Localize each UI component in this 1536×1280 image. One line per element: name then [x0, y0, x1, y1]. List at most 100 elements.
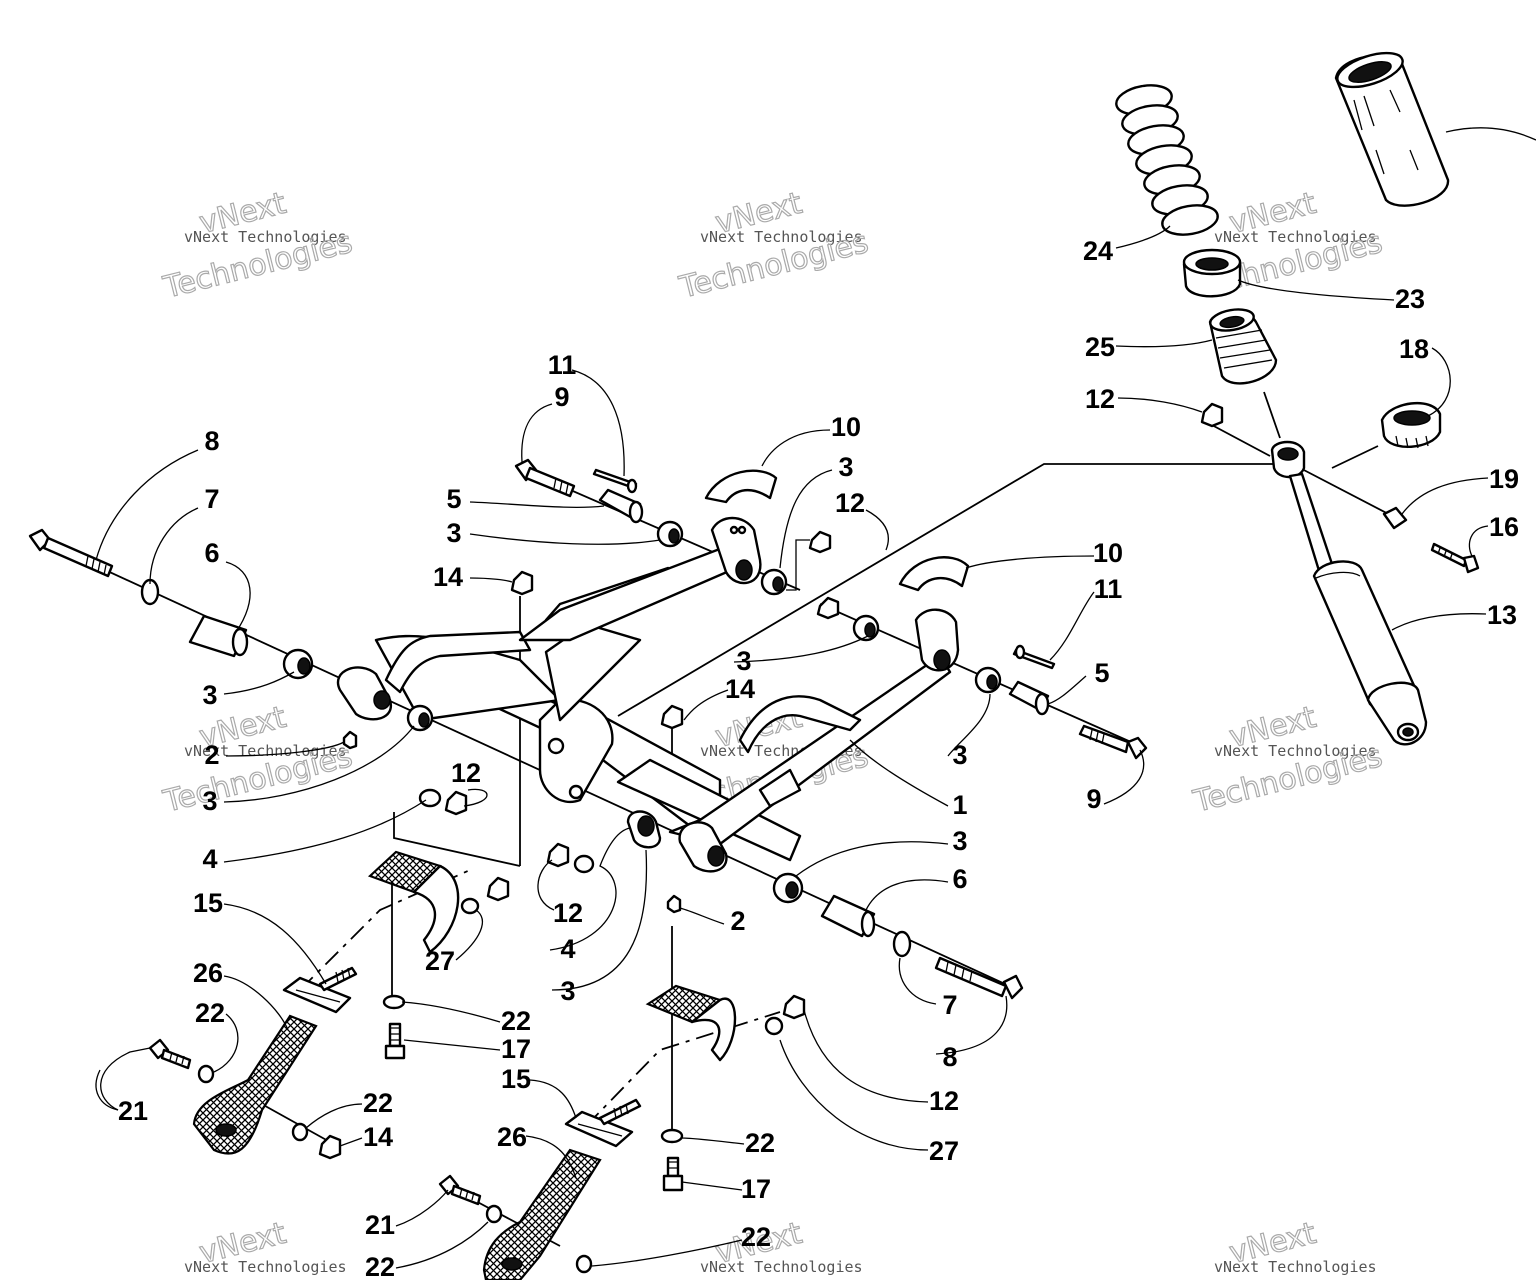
- bushing-3-mid: [852, 614, 880, 642]
- shock-mount-line: [617, 463, 1286, 717]
- watermark-text: vNext Technologies: [700, 1258, 863, 1276]
- callout-c-15b: 15: [501, 1064, 531, 1094]
- spring-adjuster-25: [1208, 308, 1278, 385]
- callout-c-6b: 6: [952, 864, 967, 894]
- bolt-9-top: [514, 458, 576, 498]
- callout-c-21b: 21: [365, 1210, 395, 1240]
- callout-c-22c: 22: [501, 1006, 531, 1036]
- callout-c-26a: 26: [193, 958, 223, 988]
- callout-c-21a: 21: [118, 1096, 148, 1126]
- nut-14-left-low: [318, 1134, 342, 1160]
- bolt-16: [1430, 542, 1480, 574]
- bushing-3-top-right: [760, 568, 788, 596]
- watermark-text: vNext Technologies: [1214, 228, 1377, 246]
- spacer-5-top: [598, 488, 644, 524]
- callout-c-3f: 3: [952, 740, 967, 770]
- callout-c-22b: 22: [363, 1088, 393, 1118]
- nut-14-mid: [660, 704, 684, 730]
- callout-c-27b: 27: [929, 1136, 959, 1166]
- callout-c-18: 18: [1399, 334, 1429, 364]
- callout-c-3g: 3: [952, 826, 967, 856]
- callout-c-3b: 3: [202, 786, 217, 816]
- watermark-text: vNext Technologies: [700, 228, 863, 246]
- nut-12-hanger-left: [486, 876, 510, 902]
- callout-c-12e: 12: [1085, 384, 1115, 414]
- washer-22-right-low: [575, 1254, 593, 1274]
- washer-22-right: [485, 1204, 503, 1224]
- bolt-17-right: [662, 1156, 684, 1192]
- callout-c-17b: 17: [741, 1174, 771, 1204]
- axis-hanger-left: [393, 812, 521, 867]
- callout-c-12c: 12: [553, 898, 583, 928]
- bushing-3-low-left: [406, 704, 434, 732]
- callout-c-3h: 3: [560, 976, 575, 1006]
- callout-c-8a: 8: [204, 426, 219, 456]
- callout-c-1: 1: [952, 790, 967, 820]
- bolt-21-right: [438, 1174, 482, 1206]
- watermark: vNext vNext Technologies Technologies: [159, 185, 357, 306]
- callout-c-15a: 15: [193, 888, 223, 918]
- watermark-group: vNext vNext Technologies Technologies vN…: [159, 185, 1387, 1276]
- callout-c-3c: 3: [446, 518, 461, 548]
- callout-c-4a: 4: [202, 844, 217, 874]
- callout-c-24: 24: [1083, 236, 1113, 266]
- watermark-text: vNext Technologies: [184, 742, 347, 760]
- nut-12-top: [808, 530, 832, 554]
- callout-c-19: 19: [1489, 464, 1519, 494]
- callout-c-8b: 8: [942, 1042, 957, 1072]
- watermark: vNext vNext Technologies Technologies: [159, 699, 357, 820]
- washer-27-right: [764, 1016, 784, 1036]
- callout-c-7b: 7: [942, 990, 957, 1020]
- callout-c-3a: 3: [202, 680, 217, 710]
- bushing-3-top: [656, 520, 684, 548]
- callout-c-2b: 2: [730, 906, 745, 936]
- callout-c-10a: 10: [831, 412, 861, 442]
- bushing-3-right-low: [772, 872, 804, 904]
- nut-12-shock: [1200, 402, 1224, 428]
- nut-12-hanger-right: [782, 994, 806, 1020]
- washer-4-center: [573, 854, 595, 874]
- rear-lower-arm: [668, 608, 960, 873]
- callout-c-12d: 12: [929, 1086, 959, 1116]
- callout-c-3e: 3: [736, 646, 751, 676]
- callout-c-22e: 22: [365, 1252, 395, 1280]
- callout-c-16: 16: [1489, 512, 1519, 542]
- watermark: vNext vNext Technologies: [1214, 1215, 1377, 1276]
- callout-c-27a: 27: [425, 946, 455, 976]
- spring-24: [1115, 84, 1219, 236]
- bushing-3-right: [974, 666, 1002, 694]
- grease-fitting-2-center: [666, 894, 682, 914]
- washer-22-vertical-right: [660, 1128, 684, 1144]
- callout-c-5a: 5: [446, 484, 461, 514]
- watermark: vNext vNext Technologies: [700, 1215, 863, 1276]
- callout-c-2a: 2: [204, 740, 219, 770]
- callout-c-11a: 11: [548, 350, 577, 380]
- watermark: vNext vNext Technologies: [184, 1215, 347, 1276]
- front-arm-assembly: [28, 458, 1148, 1000]
- callout-c-12a: 12: [451, 758, 481, 788]
- callout-c-10b: 10: [1093, 538, 1123, 568]
- spacer-5-right: [1008, 680, 1050, 716]
- washer-27-left: [460, 897, 480, 915]
- axis-strap-right: [585, 1011, 781, 1127]
- left-hanger-assembly: [95, 850, 510, 1160]
- collar-18: [1380, 401, 1442, 449]
- nut-12-center: [546, 842, 570, 868]
- bolt-17-left: [384, 1022, 406, 1060]
- bracket-19: [1382, 506, 1408, 530]
- axis-shock-collar: [1331, 445, 1379, 469]
- washer-7-right: [892, 930, 912, 958]
- spacer-6-left: [188, 614, 249, 658]
- footrest-26-left: [192, 1014, 318, 1155]
- pin-11-right: [1012, 644, 1056, 670]
- axis-shock-bolt: [1299, 467, 1401, 521]
- callout-c-14a: 14: [363, 1122, 393, 1152]
- axis-strap-left: [299, 869, 471, 991]
- shock-13: [1270, 440, 1428, 746]
- callout-c-14c: 14: [725, 674, 755, 704]
- cross-shaft-1: [336, 634, 802, 862]
- axis-shock-top: [1209, 423, 1271, 457]
- washer-22-left-low: [291, 1122, 309, 1142]
